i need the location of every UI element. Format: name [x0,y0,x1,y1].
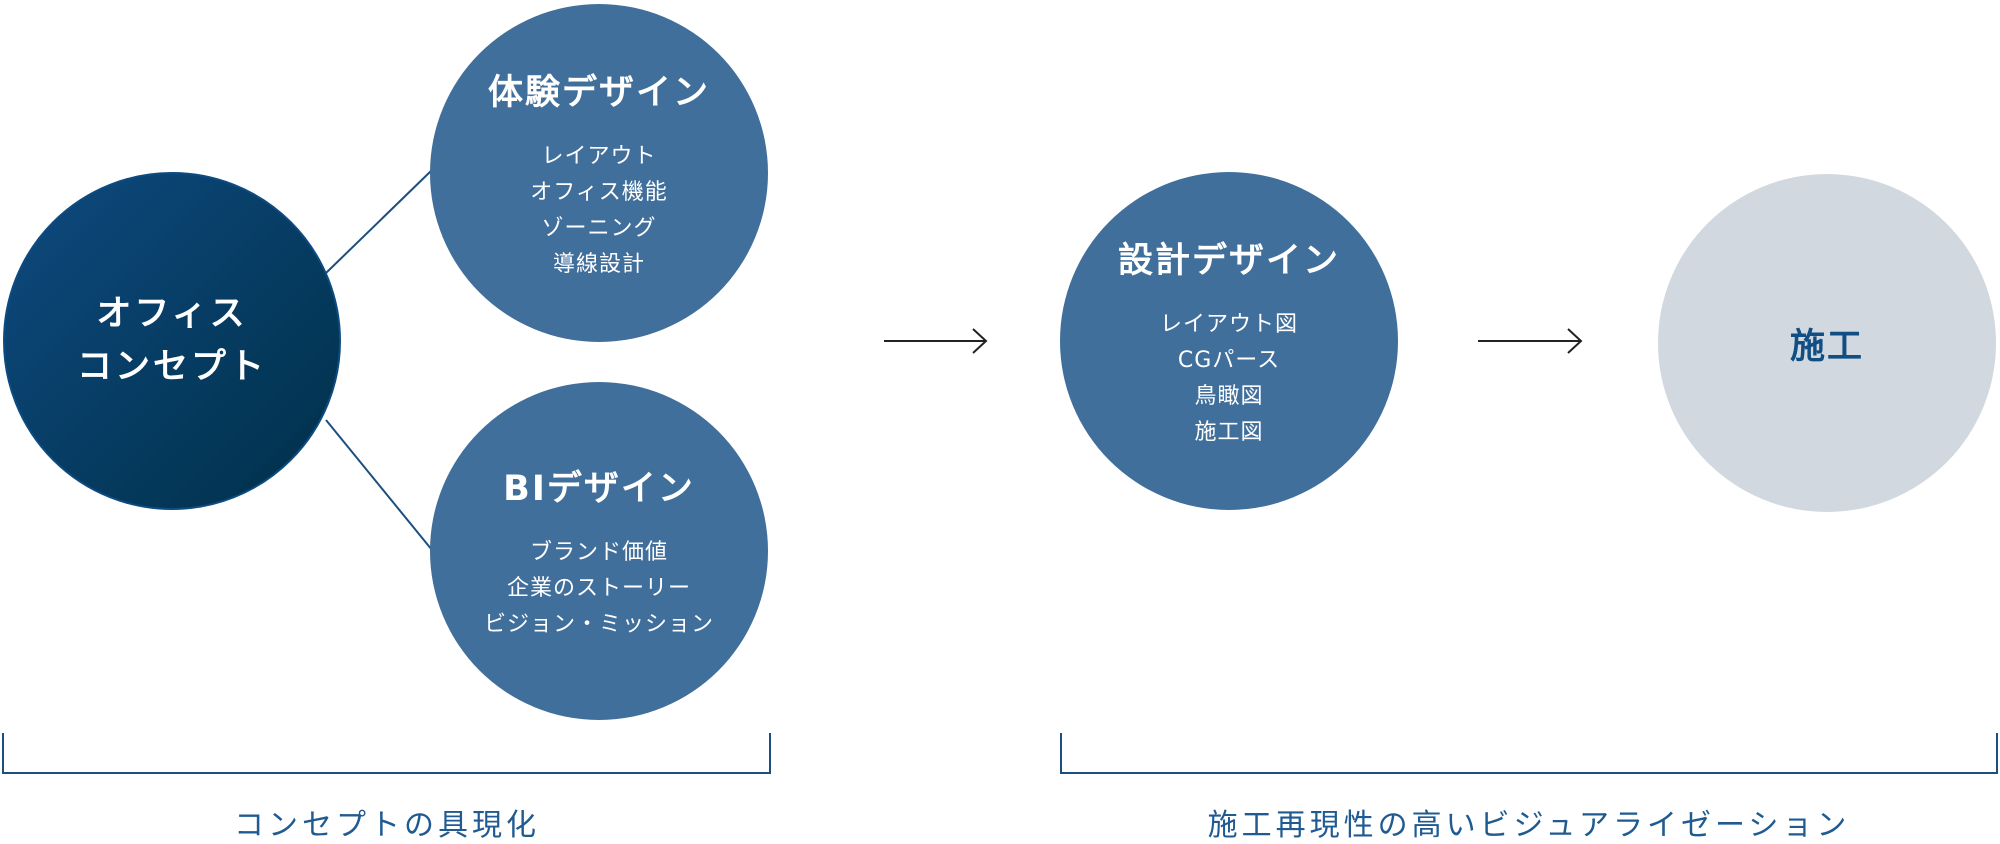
experience-design-title: 体験デザイン [487,72,710,113]
design-title: 設計デザイン [1117,240,1340,281]
construction-circle: 施工 [1658,174,1996,512]
bi-item: ブランド価値 [529,539,668,565]
bi-design-title: BIデザイン [503,468,695,509]
bi-item: ビジョン・ミッション [483,611,714,637]
design-item: 施工図 [1194,419,1264,445]
concept-line-2: コンセプト [76,347,267,387]
concept-line-1: オフィス [96,294,248,334]
connector-concept-experience [325,169,433,274]
caption-left: コンセプトの具現化 [234,808,540,843]
caption-right: 施工再現性の高いビジュアライゼーション [1207,808,1851,843]
design-circle: 設計デザイン レイアウト図 CGパース 鳥瞰図 施工図 [1060,172,1398,510]
experience-item: レイアウト [541,143,657,169]
experience-item: ゾーニング [541,215,657,241]
construction-title: 施工 [1789,326,1864,367]
arrow-icon [884,328,988,354]
bracket-left [2,733,771,774]
office-concept-circle: オフィス コンセプト [3,172,341,510]
bi-item: 企業のストーリー [506,575,691,601]
bracket-right [1060,733,1998,774]
design-item: CGパース [1177,347,1281,373]
experience-item: オフィス機能 [530,179,668,205]
design-item: レイアウト図 [1159,311,1298,337]
experience-design-circle: 体験デザイン レイアウト オフィス機能 ゾーニング 導線設計 [430,4,768,342]
experience-item: 導線設計 [552,251,645,277]
design-item: 鳥瞰図 [1194,383,1264,409]
connector-concept-bi [325,419,433,551]
bi-design-circle: BIデザイン ブランド価値 企業のストーリー ビジョン・ミッション [430,382,768,720]
arrow-icon [1478,328,1583,354]
